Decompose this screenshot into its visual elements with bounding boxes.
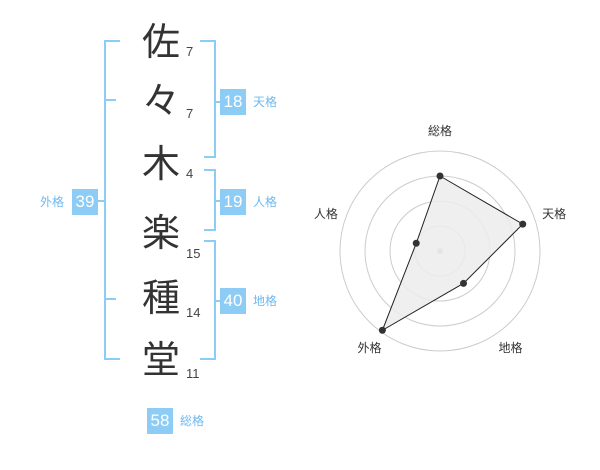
stroke-count-1: 7	[186, 44, 194, 59]
name-char-6: 堂	[141, 338, 180, 382]
stroke-count-5: 14	[186, 305, 201, 320]
radar-area	[381, 175, 524, 332]
stroke-count-6: 11	[186, 366, 200, 381]
tenkaku-label: 天格	[253, 95, 278, 109]
name-char-3: 木	[141, 142, 180, 186]
chikaku-label: 地格	[253, 294, 278, 308]
stroke-count-2: 7	[186, 106, 194, 121]
jinkaku-label: 人格	[253, 195, 278, 209]
radar-axis-label-4: 外格	[357, 340, 381, 355]
name-char-2: 々	[141, 79, 180, 123]
radar-axis-label-1: 総格	[428, 123, 452, 138]
name-char-1: 佐	[141, 20, 180, 64]
radar-axis-label-5: 人格	[314, 206, 338, 221]
gaikaku-label: 外格	[40, 195, 65, 209]
radar-point-4	[378, 326, 386, 334]
stroke-count-4: 15	[186, 246, 201, 261]
gaikaku-value: 39	[72, 189, 98, 215]
stroke-count-3: 4	[186, 166, 194, 181]
soukaku-label: 総格	[180, 414, 205, 428]
radar-points	[378, 172, 527, 334]
name-char-5: 種	[141, 276, 180, 320]
chikaku-value: 40	[220, 288, 246, 314]
name-char-4: 楽	[141, 211, 180, 255]
radar-axis-label-3: 地格	[499, 340, 523, 355]
radar-point-3	[460, 279, 468, 287]
radar-point-5	[412, 239, 420, 247]
soukaku-value: 58	[147, 408, 173, 434]
radar-axis-label-2: 天格	[542, 206, 566, 221]
radar-point-2	[519, 220, 527, 228]
radar-ring-4	[339, 150, 541, 352]
jinkaku-value: 19	[220, 189, 246, 215]
radar-point-1	[436, 172, 444, 180]
tenkaku-value: 18	[220, 89, 246, 115]
